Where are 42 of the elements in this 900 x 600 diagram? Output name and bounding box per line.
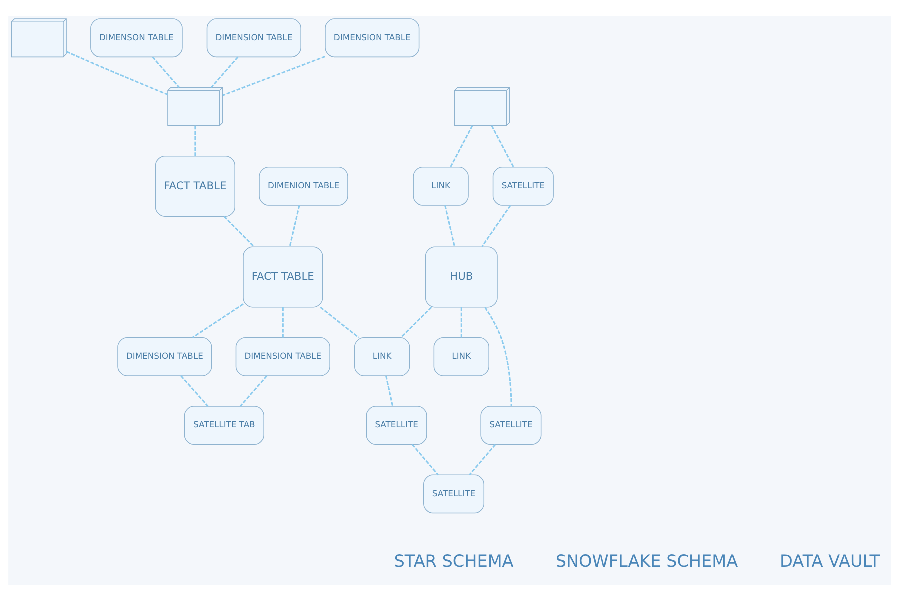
node-box: LINK: [434, 337, 490, 376]
connector: [66, 50, 168, 96]
connector: [482, 204, 512, 247]
connector: [386, 375, 394, 406]
label: SNOWFLAKE SCHEMA: [556, 550, 738, 571]
connector: [240, 375, 268, 406]
connector: [224, 216, 255, 248]
connector: [222, 55, 326, 96]
label: DATA VAULT: [780, 550, 880, 571]
node-box: DIMENSION TABLE: [236, 337, 330, 376]
connector: [469, 444, 496, 476]
connector: [282, 307, 284, 338]
node-box: SATELLITE: [424, 474, 485, 514]
connector: [460, 307, 462, 338]
node-box: DIMENSION TABLE: [206, 18, 302, 58]
node-box: HUB: [425, 246, 498, 308]
node-box: SATELLITE: [492, 166, 554, 206]
connector: [289, 205, 300, 246]
node-box: DIMENSION TABLE: [118, 337, 212, 376]
connector: [180, 375, 209, 407]
node-box: DIMENSON TABLE: [90, 18, 183, 58]
connector: [444, 205, 456, 246]
connector: [210, 56, 239, 88]
connector: [152, 56, 180, 88]
node-box: FACT TABLE: [155, 155, 236, 216]
connector: [192, 303, 244, 338]
label: STAR SCHEMA: [394, 550, 514, 571]
node-box: SATELLITE: [366, 406, 428, 445]
node-box: SATELLITE: [480, 406, 542, 445]
connector: [320, 306, 360, 338]
connector: [412, 444, 439, 476]
connector: [491, 125, 514, 168]
connector: [450, 125, 474, 168]
connector: [484, 306, 512, 406]
node-box: DIMENSION TABLE: [325, 18, 420, 58]
connector: [194, 125, 196, 156]
node-box: SATELLITE TAB: [184, 406, 264, 445]
node-box: FACT TABLE: [243, 246, 324, 308]
node-box: LINK: [354, 337, 410, 376]
node-box: DIMENION TABLE: [259, 166, 348, 206]
node-box: LINK: [413, 166, 469, 206]
connector: [400, 306, 432, 338]
